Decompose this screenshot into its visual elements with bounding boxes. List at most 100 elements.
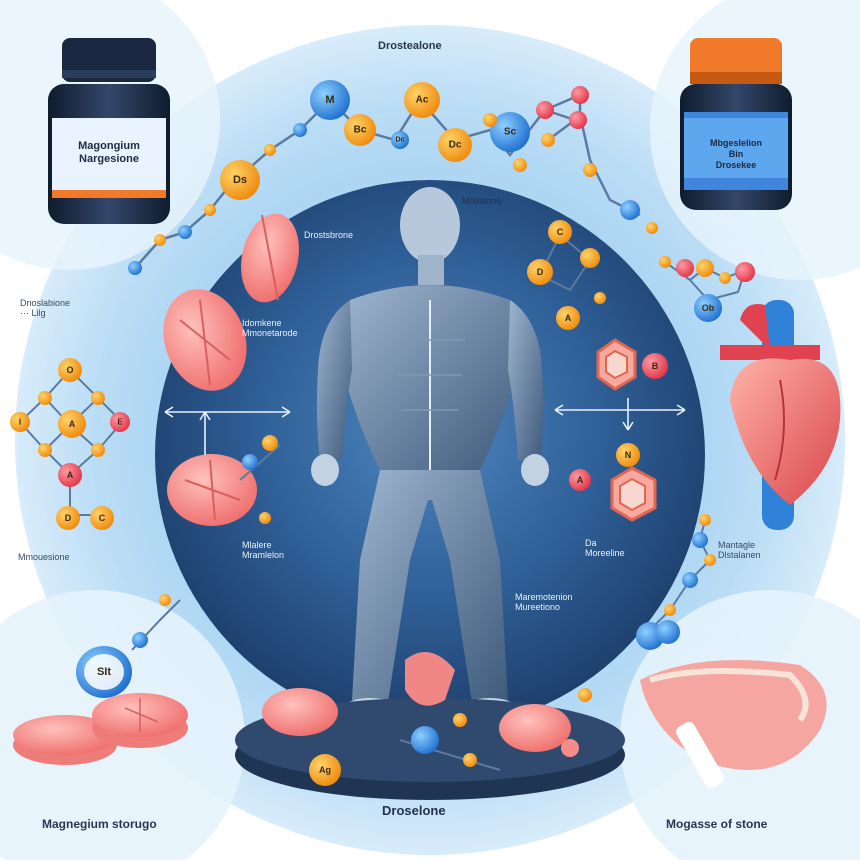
supplement-bottle-left [48,38,170,224]
atom-label-c: C [99,513,106,523]
atom-label-e: E [117,418,123,427]
bottom-mid-label-line2: Mureetiono [515,602,561,613]
atom [735,262,755,282]
atom [154,234,166,246]
atom-label-r-a2: A [577,475,584,485]
atom [696,259,714,277]
tablets-bottom-left: SIt [13,594,188,765]
atom-label-ds: Ds [233,174,247,186]
pill-tablet-lower [167,435,281,526]
atom-o [58,358,82,382]
atom [620,200,640,220]
atom-label-dc2: Dc [449,140,462,151]
atom [536,101,554,119]
figure-label-right: Mrelalono [462,196,502,206]
pill-tablet-left [163,289,247,391]
bottle-right-line3: Drosekee [715,159,757,170]
pill-label-line1: Idomkene [242,318,282,328]
atom-sc [490,112,530,152]
atom-label-ag: Ag [319,765,331,775]
atom-e [110,412,130,432]
tablet-text: SIt [97,666,111,678]
atom-group-right-top: Ob [659,256,755,322]
left-mid-label-line2: ··· Lilg [20,308,46,319]
atom-label-a: A [69,419,76,429]
atom [178,225,192,239]
atom [91,443,105,457]
left-mid-label: Dnoslabione ··· Lilg [20,298,70,319]
atom-label-r-n: N [625,450,632,460]
right-small-label-line2: Moreeline [585,548,625,559]
bottle-right-label: Mbgeslelion Bin Drosekee [688,138,784,170]
atom [204,204,216,216]
atom-label-ob: Ob [702,303,715,313]
atom-label-r-a: A [565,313,572,323]
bottom-mid-label-line1: Maremotenion [515,592,573,602]
atom-a2 [58,463,82,487]
atom [583,163,597,177]
atom [38,391,52,405]
pill-label-line2: Mmonetarode [242,328,298,339]
atom-a [58,410,86,438]
atom-labels-top: M Bc Dc Ac Dc Sc Ds [233,94,517,186]
pedestal-pills: Ag [262,652,592,786]
atom [91,391,105,405]
supplement-bottle-right [680,38,792,210]
bottle-left-line1: Magongium [78,140,140,152]
right-mid-label-line2: Dlstalanen [718,550,761,561]
atom [719,272,731,284]
pill-capsule-top [241,213,299,303]
corner-label-bottom-right: Mogasse of stone [666,817,768,831]
hexagon-ring-upper: B [596,338,668,391]
atom-label-m: M [325,94,334,106]
atom [264,144,276,156]
left-small-label: Mmouesione [18,552,70,562]
bottle-left-line2: Nargesione [79,153,139,166]
atom-label-d: D [65,513,72,523]
atom-i [10,412,30,432]
bottle-left-label: Magongium Nargesione [56,140,162,166]
atom [128,261,142,275]
title-bottom: Droselone [382,803,446,818]
atom-bc [344,114,376,146]
pill-label: Idomkene Mmonetarode [242,318,298,339]
atom-group-left: O I A E A D C [10,358,130,530]
title-top: Drostealone [378,40,442,52]
atom [646,222,658,234]
atom-m [310,80,350,120]
atom-label-o: O [66,365,73,375]
pill-label-2: Mlalere Mramlelon [242,540,284,561]
atom [676,259,694,277]
atom-ds [220,160,260,200]
atom-ob [694,294,722,322]
atom-label-sc: Sc [504,127,517,138]
figure-label-left: Drostsbrone [304,230,354,240]
left-mid-label-line1: Dnoslabione [20,298,71,308]
atom-label-ac: Ac [416,95,429,106]
atom-c [90,506,114,530]
atom-label-r-d: D [537,267,544,277]
pill-label-2-line1: Mlalere [242,540,272,550]
human-anatomy-figure [311,187,549,714]
atom [569,111,587,129]
atom-group-top [128,80,658,275]
atom-label-dc: Dc [396,137,405,144]
right-mid-label-line1: Mantagle [718,540,756,550]
atom-label-r-b: B [652,361,659,371]
atom [38,443,52,457]
tissue-sample-bottom-right [640,620,827,789]
atom-label-i: I [19,418,21,427]
atom-label-r-c: C [557,227,564,237]
atom [571,86,589,104]
arrows-left [164,406,291,455]
atom [541,133,555,147]
atom-dc2 [438,128,472,162]
atom-dc [391,131,409,149]
corner-label-bottom-left: Magnegium storugo [42,817,157,831]
molecule-right-upper: C D A [527,220,606,330]
arrows-right [554,398,686,431]
right-small-label: Da Moreeline [585,538,625,559]
atom-d [56,506,80,530]
